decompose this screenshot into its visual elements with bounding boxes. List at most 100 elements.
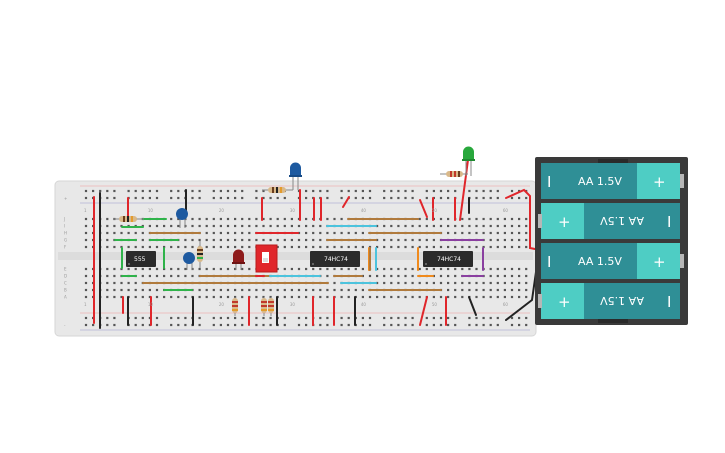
breadboard-hole[interactable] [489, 245, 492, 249]
breadboard-hole[interactable] [163, 295, 166, 299]
breadboard-hole[interactable] [454, 281, 457, 285]
breadboard-hole[interactable] [447, 231, 450, 235]
breadboard-hole[interactable] [461, 217, 464, 221]
breadboard-hole[interactable] [518, 238, 521, 242]
breadboard-hole[interactable] [106, 274, 109, 278]
breadboard-hole[interactable] [290, 238, 293, 242]
breadboard-hole[interactable] [170, 196, 173, 200]
battery-pack[interactable]: I AA 1.5V + + AA 1.5V I I AA 1.5V + [535, 157, 688, 325]
breadboard-hole[interactable] [290, 295, 293, 299]
breadboard-hole[interactable] [255, 224, 258, 228]
breadboard-hole[interactable] [234, 217, 237, 221]
breadboard-hole[interactable] [454, 231, 457, 235]
breadboard-hole[interactable] [489, 238, 492, 242]
breadboard-hole[interactable] [404, 224, 407, 228]
breadboard-hole[interactable] [425, 196, 428, 200]
breadboard-hole[interactable] [276, 224, 279, 228]
breadboard-hole[interactable] [376, 295, 379, 299]
breadboard-hole[interactable] [226, 224, 230, 228]
breadboard-hole[interactable] [255, 189, 258, 193]
breadboard-hole[interactable] [120, 267, 123, 271]
breadboard-hole[interactable] [234, 238, 237, 242]
breadboard-hole[interactable] [269, 323, 272, 327]
breadboard-hole[interactable] [297, 288, 301, 292]
breadboard-hole[interactable] [354, 288, 357, 292]
breadboard-hole[interactable] [397, 274, 400, 278]
breadboard-hole[interactable] [226, 267, 230, 271]
breadboard-hole[interactable] [148, 274, 151, 278]
breadboard-hole[interactable] [383, 196, 386, 200]
breadboard-hole[interactable] [241, 245, 244, 249]
breadboard-hole[interactable] [510, 217, 514, 221]
breadboard-hole[interactable] [134, 245, 137, 249]
breadboard-hole[interactable] [496, 196, 499, 200]
breadboard-hole[interactable] [148, 295, 151, 299]
breadboard-hole[interactable] [340, 295, 343, 299]
breadboard-hole[interactable] [447, 267, 450, 271]
breadboard-hole[interactable] [518, 224, 521, 228]
breadboard-hole[interactable] [376, 267, 379, 271]
breadboard-hole[interactable] [496, 267, 499, 271]
breadboard-hole[interactable] [340, 288, 343, 292]
breadboard-hole[interactable] [269, 224, 272, 228]
breadboard-hole[interactable] [503, 238, 506, 242]
breadboard-hole[interactable] [177, 274, 180, 278]
breadboard-hole[interactable] [184, 274, 187, 278]
breadboard-hole[interactable] [212, 231, 215, 235]
breadboard-hole[interactable] [305, 224, 308, 228]
breadboard-hole[interactable] [155, 245, 159, 249]
breadboard-hole[interactable] [404, 267, 407, 271]
breadboard-hole[interactable] [84, 281, 88, 285]
breadboard-hole[interactable] [99, 189, 102, 193]
breadboard-hole[interactable] [106, 316, 109, 320]
breadboard-hole[interactable] [489, 267, 492, 271]
breadboard-hole[interactable] [432, 267, 435, 271]
breadboard-hole[interactable] [305, 295, 308, 299]
breadboard-hole[interactable] [361, 316, 364, 320]
breadboard-hole[interactable] [148, 224, 151, 228]
breadboard-hole[interactable] [376, 281, 379, 285]
breadboard-hole[interactable] [525, 267, 528, 271]
breadboard-hole[interactable] [333, 267, 336, 271]
breadboard-hole[interactable] [127, 267, 130, 271]
breadboard-hole[interactable] [212, 295, 215, 299]
breadboard-hole[interactable] [84, 274, 88, 278]
breadboard-hole[interactable] [518, 323, 521, 327]
breadboard-hole[interactable] [425, 281, 428, 285]
breadboard-hole[interactable] [141, 189, 144, 193]
breadboard-hole[interactable] [269, 217, 272, 221]
breadboard-hole[interactable] [404, 281, 407, 285]
breadboard-hole[interactable] [361, 295, 364, 299]
breadboard-hole[interactable] [340, 323, 343, 327]
breadboard-hole[interactable] [290, 245, 293, 249]
breadboard-hole[interactable] [212, 196, 215, 200]
breadboard-hole[interactable] [269, 196, 272, 200]
breadboard-hole[interactable] [461, 224, 464, 228]
battery-cell[interactable]: + AA 1.5V I [538, 203, 680, 239]
breadboard-hole[interactable] [482, 224, 485, 228]
breadboard-hole[interactable] [354, 267, 357, 271]
breadboard-hole[interactable] [326, 189, 329, 193]
breadboard-hole[interactable] [184, 295, 187, 299]
breadboard-hole[interactable] [134, 189, 137, 193]
breadboard-hole[interactable] [482, 288, 485, 292]
breadboard-hole[interactable] [340, 316, 343, 320]
breadboard-hole[interactable] [205, 217, 208, 221]
breadboard-hole[interactable] [361, 288, 364, 292]
breadboard-hole[interactable] [226, 323, 230, 327]
breadboard-hole[interactable] [347, 295, 350, 299]
breadboard-hole[interactable] [461, 231, 464, 235]
breadboard-hole[interactable] [496, 224, 499, 228]
breadboard-hole[interactable] [404, 316, 407, 320]
breadboard-hole[interactable] [198, 217, 201, 221]
breadboard-hole[interactable] [155, 267, 159, 271]
breadboard-hole[interactable] [106, 189, 109, 193]
breadboard-hole[interactable] [297, 245, 301, 249]
breadboard-hole[interactable] [411, 245, 414, 249]
breadboard-hole[interactable] [120, 288, 123, 292]
breadboard-hole[interactable] [219, 224, 222, 228]
breadboard-hole[interactable] [397, 323, 400, 327]
breadboard-hole[interactable] [113, 295, 116, 299]
breadboard-hole[interactable] [475, 231, 478, 235]
breadboard-hole[interactable] [241, 267, 244, 271]
